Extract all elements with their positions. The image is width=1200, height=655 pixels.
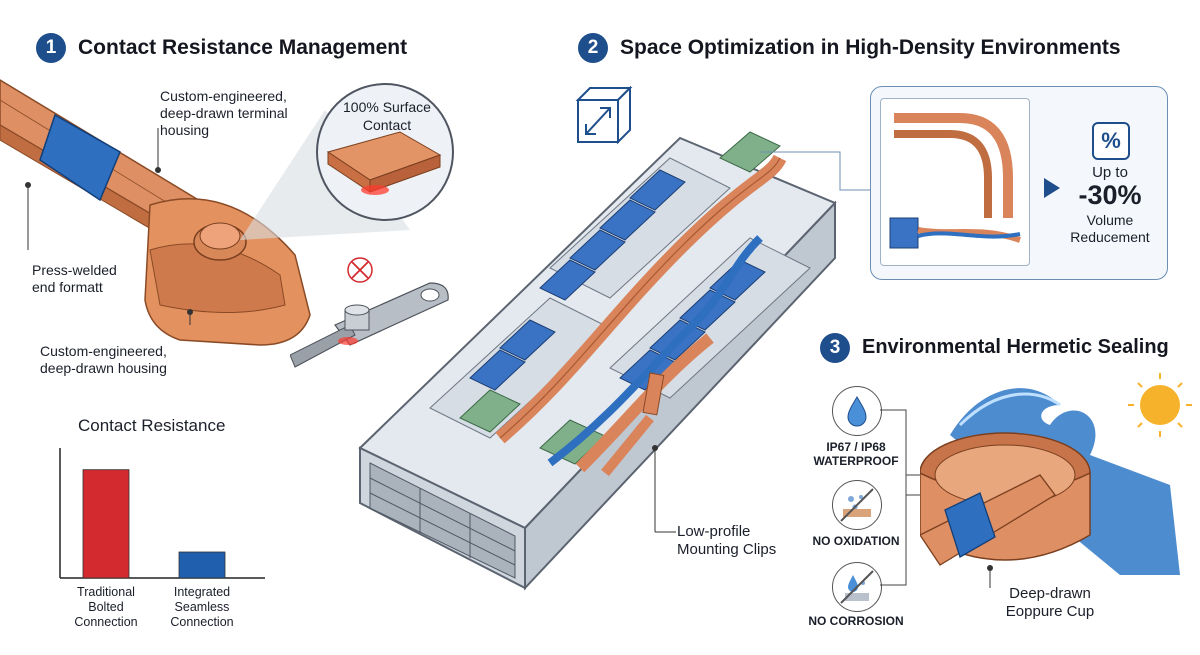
section-title-space-optimization: Space Optimization in High-Density Envir…	[620, 36, 1121, 59]
chart-title: Contact Resistance	[78, 416, 226, 435]
busbar-bend-illustration	[889, 113, 1021, 249]
water-drop-icon	[832, 386, 882, 436]
surface-contact-callout: 100% Surface Contact	[343, 99, 431, 133]
busbar-terminal-illustration	[0, 79, 311, 346]
deep-drawn-cup-label: Deep-drawn Eoppure Cup	[1005, 585, 1095, 620]
volume-up-to: Up to	[1092, 164, 1128, 181]
arrow-right-icon	[1044, 178, 1060, 198]
feature-label-no-oxidation: NO OXIDATION	[812, 534, 900, 548]
no-corrosion-icon	[832, 562, 882, 612]
section-number-3: 3	[820, 333, 850, 363]
server-chassis-illustration	[358, 131, 837, 591]
no-oxidation-icon	[832, 480, 882, 530]
percent-badge-icon: %	[1092, 122, 1130, 160]
expand-cube-icon	[575, 85, 633, 145]
section-title-contact-resistance: Contact Resistance Management	[78, 36, 408, 59]
bolted-lug-illustration	[290, 257, 449, 368]
bar-traditional-bolted	[82, 469, 130, 579]
reducement-label: Reducement	[1070, 229, 1150, 245]
label-press-welded: Press-welded end formatt	[32, 262, 117, 295]
inset-leader-line	[760, 151, 872, 191]
bar-integrated-seamless	[178, 551, 226, 579]
section1-leader-lines	[25, 128, 193, 325]
volume-label: Volume	[1086, 212, 1134, 228]
volume-reduction-value: -30%	[1078, 180, 1142, 210]
hermetic-cup-illustration	[920, 373, 1192, 575]
section-number-1: 1	[36, 33, 66, 63]
mounting-clips-label: Low-profile Mounting Clips	[677, 523, 777, 558]
clips-leader-line	[652, 445, 676, 533]
cup-leader-line	[987, 565, 993, 588]
label-terminal-housing: Custom-engineered, deep-drawn terminal h…	[160, 88, 288, 138]
surface-contact-magnifier	[240, 83, 454, 240]
label-deep-drawn-housing: Custom-engineered, deep-drawn housing	[40, 343, 167, 376]
section-number-2: 2	[578, 33, 608, 63]
feature-label-waterproof: IP67 / IP68 WATERPROOF	[813, 440, 899, 468]
section-title-hermetic-sealing: Environmental Hermetic Sealing	[862, 336, 1169, 358]
feature-label-no-corrosion: NO CORROSION	[808, 614, 904, 628]
